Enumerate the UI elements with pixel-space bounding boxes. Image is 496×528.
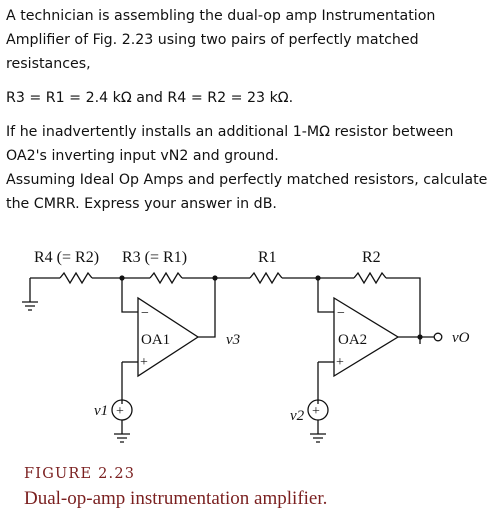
oa2-minus-sign: − xyxy=(337,306,345,321)
oa1-inverting-wire xyxy=(121,278,138,313)
output-terminal xyxy=(433,332,443,342)
resistor-r3 xyxy=(149,271,183,285)
oa2-plus-sign: + xyxy=(336,355,344,370)
problem-intro: A technician is assembling the dual-op a… xyxy=(6,8,436,72)
label-r1: R1 xyxy=(258,249,277,266)
label-r2: R2 xyxy=(362,249,381,266)
problem-statement: A technician is assembling the dual-op a… xyxy=(6,4,492,216)
label-oa1: OA1 xyxy=(141,332,170,348)
v2-plus-sign: + xyxy=(312,404,320,419)
label-oa2: OA2 xyxy=(338,332,367,348)
resistor-r1 xyxy=(249,271,283,285)
label-r3: R3 (= R1) xyxy=(122,249,187,266)
oa1-output-wire xyxy=(198,278,216,338)
v1-ground-symbol xyxy=(114,433,130,443)
label-v1: v1 xyxy=(94,403,108,419)
label-v3: v3 xyxy=(226,332,240,348)
problem-question: Assuming Ideal Op Amps and perfectly mat… xyxy=(6,172,488,212)
resistor-r4 xyxy=(59,271,93,285)
oa1-plus-sign: + xyxy=(140,355,148,370)
left-ground-symbol xyxy=(22,301,38,311)
oa1-body xyxy=(137,296,200,378)
r2-output-wire xyxy=(386,277,421,344)
problem-fault: If he inadvertently installs an addition… xyxy=(6,124,454,164)
v1-plus-sign: + xyxy=(116,404,124,419)
figure-number: FIGURE 2.23 xyxy=(24,466,136,482)
label-vo: vO xyxy=(452,330,470,346)
label-r4: R4 (= R2) xyxy=(34,249,99,266)
oa1-minus-sign: − xyxy=(141,306,149,321)
oa2-body xyxy=(333,296,400,378)
resistor-r2 xyxy=(353,271,387,285)
figure-caption: Dual-op-amp instrumentation amplifier. xyxy=(24,488,328,509)
problem-values: R3 = R1 = 2.4 kΩ and R4 = R2 = 23 kΩ. xyxy=(6,90,294,106)
oa2-inverting-wire xyxy=(317,278,334,313)
circuit-diagram: R4 (= R2) R3 (= R1) R1 R2 OA1 OA2 − + − … xyxy=(22,249,470,443)
label-v2: v2 xyxy=(290,408,305,424)
v2-ground-symbol xyxy=(310,433,326,443)
